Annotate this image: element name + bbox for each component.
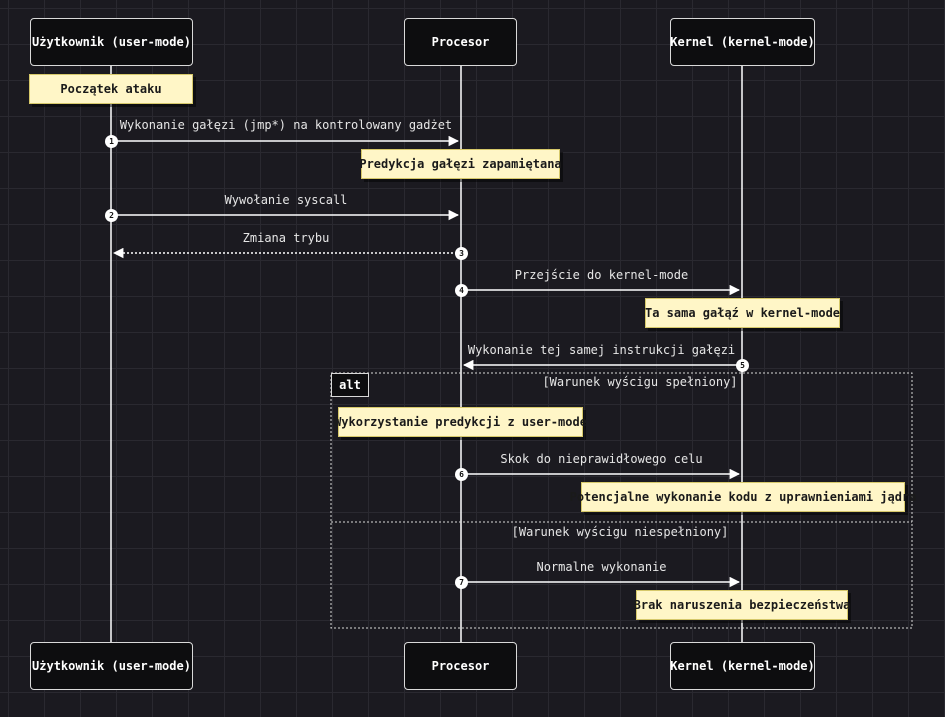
actor-kernel-bottom: Kernel (kernel-mode) — [670, 642, 815, 690]
alt-condition-false: [Warunek wyścigu niespełniony] — [511, 525, 729, 539]
sequence-number-7: 7 — [455, 576, 468, 589]
actor-cpu-bottom: Procesor — [404, 642, 517, 690]
actor-user-bottom: Użytkownik (user-mode) — [30, 642, 193, 690]
note-no-violation: Brak naruszenia bezpieczeństwa — [634, 590, 850, 620]
alt-frame — [330, 372, 913, 629]
note-use-prediction: Wykorzystanie predykcji z user-mode — [334, 407, 587, 437]
sequence-number-6: 6 — [455, 468, 468, 481]
sequence-number-2: 2 — [105, 209, 118, 222]
actor-cpu-top: Procesor — [404, 18, 517, 66]
sequence-number-3: 3 — [455, 247, 468, 260]
sequence-number-4: 4 — [455, 284, 468, 297]
sequence-number-1: 1 — [105, 135, 118, 148]
alt-fragment-label: alt — [331, 373, 369, 397]
actor-kernel-top: Kernel (kernel-mode) — [670, 18, 815, 66]
note-attack-start: Początek ataku — [29, 74, 193, 104]
message-label-7: Normalne wykonanie — [536, 560, 667, 574]
note-same-branch: Ta sama gałąź w kernel-mode — [645, 298, 840, 328]
message-label-3: Zmiana trybu — [242, 231, 330, 245]
actor-user-top: Użytkownik (user-mode) — [30, 18, 193, 66]
sequence-number-5: 5 — [736, 359, 749, 372]
message-label-5: Wykonanie tej samej instrukcji gałęzi — [467, 343, 736, 357]
message-label-1: Wykonanie gałęzi (jmp*) na kontrolowany … — [119, 118, 453, 132]
message-label-2: Wywołanie syscall — [224, 193, 348, 207]
note-prediction-stored: Predykcja gałęzi zapamiętana — [359, 149, 562, 179]
note-potential-exec: Potencjalne wykonanie kodu z uprawnienia… — [570, 482, 916, 512]
message-label-4: Przejście do kernel-mode — [514, 268, 689, 282]
message-label-6: Skok do nieprawidłowego celu — [500, 452, 703, 466]
alt-condition-true: [Warunek wyścigu spełniony] — [542, 375, 738, 389]
